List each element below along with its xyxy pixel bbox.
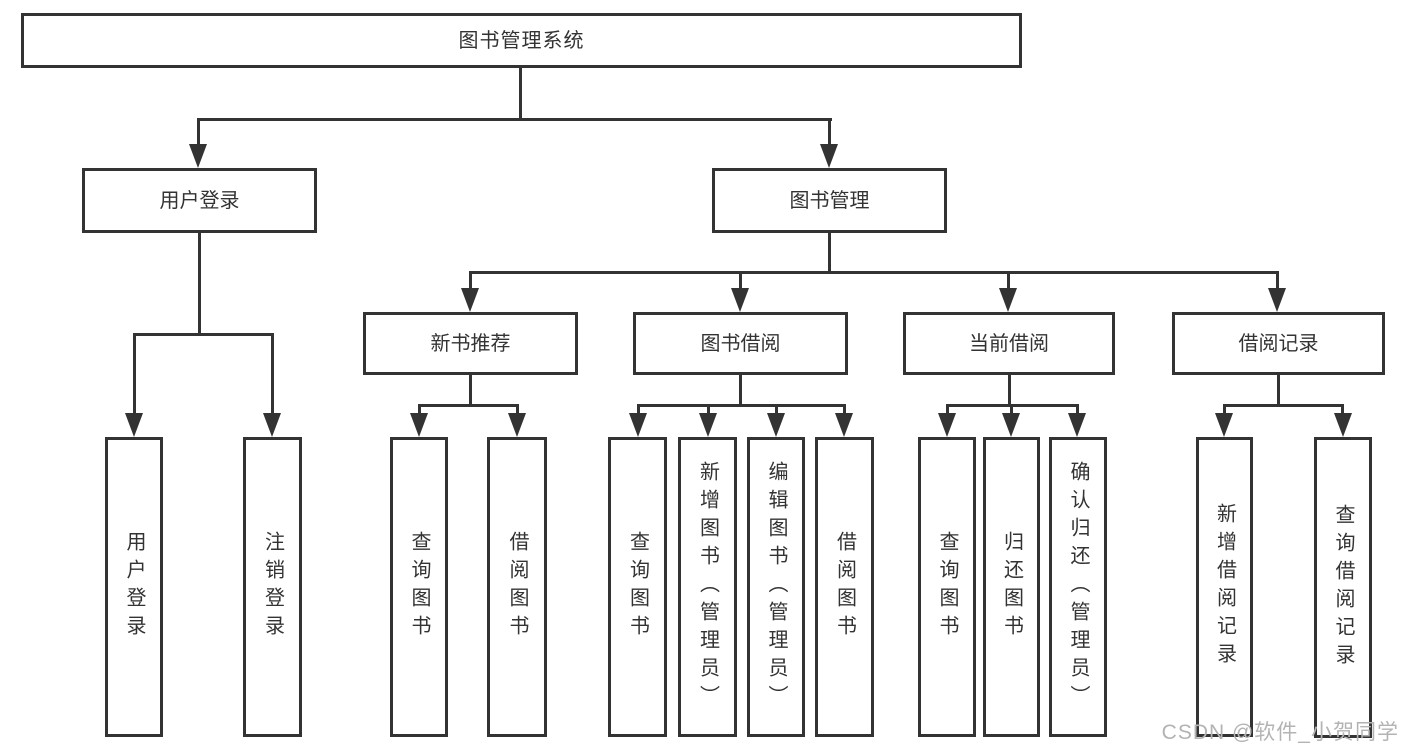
node-label: 查询图书 <box>936 531 958 643</box>
node-label: 新书推荐 <box>430 332 511 355</box>
node-borrow-records: 借阅记录 <box>1172 312 1385 375</box>
node-library-system: 图书管理系统 <box>21 13 1022 68</box>
connector-line <box>1076 404 1079 415</box>
connector-line <box>197 118 832 121</box>
connector-line <box>133 333 274 336</box>
arrow-down-icon <box>461 288 479 312</box>
connector-line <box>1277 375 1280 406</box>
connector-line <box>1010 404 1013 415</box>
node-label: 查询图书 <box>626 531 649 643</box>
arrow-down-icon <box>938 413 956 437</box>
node-label: 新增图书（管理员） <box>696 461 719 713</box>
node-label: 借阅图书 <box>506 531 528 643</box>
arrow-down-icon <box>835 413 853 437</box>
connector-line <box>519 68 522 120</box>
connector-line <box>946 404 949 415</box>
connector-line <box>775 404 778 415</box>
leaf-edit-books-admin: 编辑图书（管理员） <box>747 437 805 737</box>
connector-line <box>271 333 274 415</box>
arrow-down-icon <box>731 288 749 312</box>
leaf-query-books-borrow: 查询图书 <box>608 437 667 737</box>
connector-line <box>637 404 846 407</box>
arrow-down-icon <box>1002 413 1020 437</box>
csdn-watermark: CSDN @软件_小贺同学 <box>1161 721 1399 744</box>
node-user-login: 用户登录 <box>82 168 317 233</box>
connector-line <box>1223 404 1226 415</box>
node-current-borrow: 当前借阅 <box>903 312 1115 375</box>
leaf-confirm-return-admin: 确认归还（管理员） <box>1049 437 1107 737</box>
node-label: 借阅图书 <box>833 531 856 643</box>
leaf-add-books-admin: 新增图书（管理员） <box>678 437 737 737</box>
arrow-down-icon <box>189 144 207 168</box>
node-label: 新增借阅记录 <box>1213 503 1236 671</box>
node-new-book-recommend: 新书推荐 <box>363 312 578 375</box>
node-book-borrow: 图书借阅 <box>633 312 848 375</box>
connector-line <box>198 233 201 336</box>
arrow-down-icon <box>1268 288 1286 312</box>
arrow-down-icon <box>410 413 428 437</box>
connector-line <box>516 404 519 415</box>
leaf-add-borrow-record: 新增借阅记录 <box>1196 437 1253 737</box>
arrow-down-icon <box>767 413 785 437</box>
leaf-query-borrow-record: 查询借阅记录 <box>1314 437 1372 738</box>
node-label: 用户登录 <box>159 189 240 212</box>
arrow-down-icon <box>1334 413 1352 437</box>
leaf-user-login: 用户登录 <box>105 437 163 737</box>
arrow-down-icon <box>1068 413 1086 437</box>
connector-line <box>418 404 518 407</box>
connector-line <box>1276 271 1279 289</box>
leaf-logout-login: 注销登录 <box>243 437 302 737</box>
node-label: 查询图书 <box>408 531 430 643</box>
node-label: 编辑图书（管理员） <box>765 461 787 713</box>
leaf-borrow-books-recommend: 借阅图书 <box>487 437 547 737</box>
leaf-borrow-books: 借阅图书 <box>815 437 874 737</box>
connector-line <box>1341 404 1344 415</box>
connector-line <box>469 271 472 289</box>
arrow-down-icon <box>820 144 838 168</box>
connector-line <box>1008 375 1011 406</box>
arrow-down-icon <box>263 413 281 437</box>
connector-line <box>739 375 742 406</box>
node-label: 确认归还（管理员） <box>1067 461 1089 713</box>
arrow-down-icon <box>999 288 1017 312</box>
arrow-down-icon <box>1215 413 1233 437</box>
arrow-down-icon <box>629 413 647 437</box>
connector-line <box>828 118 831 146</box>
node-label: 注销登录 <box>261 531 284 643</box>
connector-line <box>707 404 710 415</box>
connector-line <box>637 404 640 415</box>
connector-line <box>469 375 472 406</box>
connector-line <box>843 404 846 415</box>
connector-line <box>469 271 1279 274</box>
connector-line <box>133 333 136 415</box>
node-label: 当前借阅 <box>969 332 1049 355</box>
node-label: 用户登录 <box>123 531 145 643</box>
leaf-return-books: 归还图书 <box>983 437 1040 737</box>
connector-line <box>197 118 200 146</box>
connector-line <box>418 404 421 415</box>
leaf-query-books-current: 查询图书 <box>918 437 976 737</box>
node-label: 图书管理 <box>789 189 870 212</box>
node-label: 借阅记录 <box>1238 332 1319 355</box>
node-label: 查询借阅记录 <box>1332 503 1354 672</box>
node-label: 归还图书 <box>1000 531 1023 643</box>
connector-line <box>828 233 831 273</box>
arrow-down-icon <box>699 413 717 437</box>
arrow-down-icon <box>125 413 143 437</box>
node-label: 图书借阅 <box>700 332 781 355</box>
connector-line <box>1223 404 1344 407</box>
node-book-management: 图书管理 <box>712 168 947 233</box>
connector-line <box>1007 271 1010 289</box>
leaf-query-books-recommend: 查询图书 <box>390 437 448 737</box>
connector-line <box>739 271 742 289</box>
arrow-down-icon <box>508 413 526 437</box>
node-label: 图书管理系统 <box>458 29 585 52</box>
